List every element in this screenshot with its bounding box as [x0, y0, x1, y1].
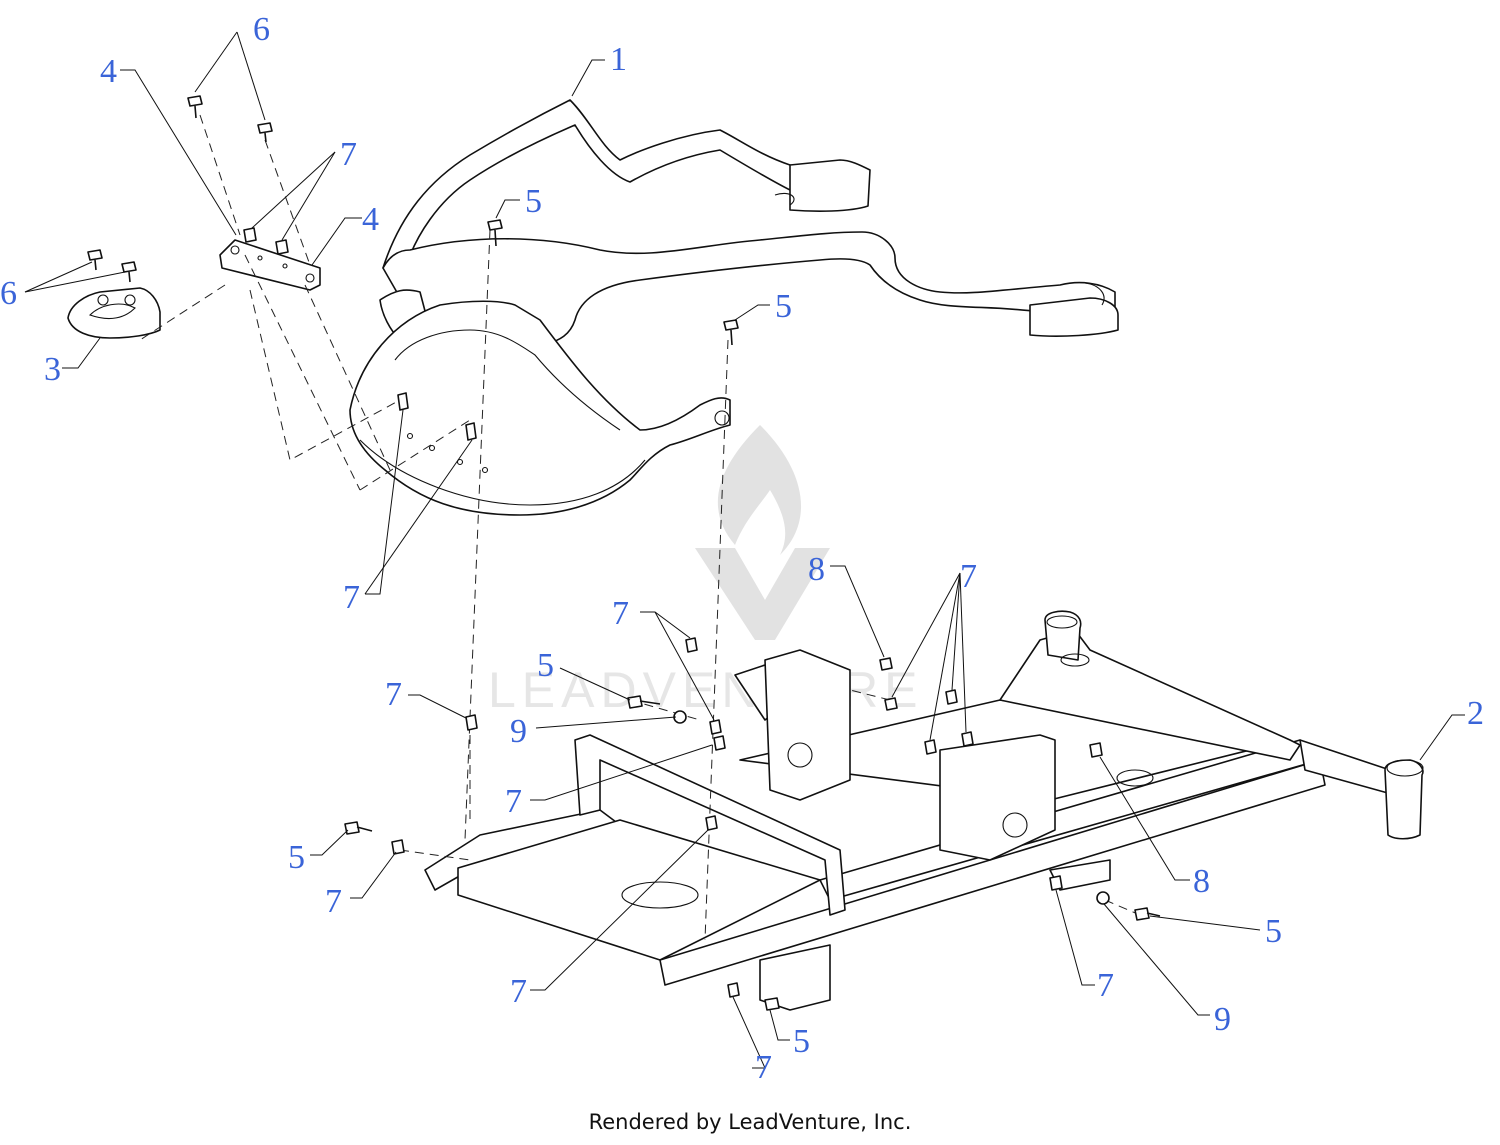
nut-icon	[884, 697, 898, 711]
nut-icon	[945, 689, 958, 705]
bracket	[219, 239, 321, 291]
mounting-plate	[67, 287, 161, 339]
nut-icon	[685, 637, 698, 653]
footer-credit: Rendered by LeadVenture, Inc.	[588, 1110, 912, 1134]
assembly-lines	[139, 114, 1141, 941]
callout-1: 1	[610, 41, 627, 78]
callout-4-left: 4	[100, 53, 117, 90]
callout-6-top: 6	[253, 11, 270, 48]
leadventure-logo-icon	[717, 425, 802, 555]
bolt-icon	[257, 122, 273, 143]
bolt-icon	[764, 997, 780, 1011]
nut-icon	[275, 239, 289, 255]
bolt-icon	[121, 261, 137, 283]
callouts: 6 4 7 4 6 3 1 5 5 7 7 8 7 5 9 7 7 5 7 7 …	[0, 11, 1484, 1086]
callout-7-lower-left: 7	[325, 883, 342, 920]
bolt-icon	[87, 249, 103, 271]
callout-7-bottom-right: 7	[1097, 967, 1114, 1004]
nut-icon	[924, 739, 937, 755]
callout-5-right: 5	[775, 288, 792, 325]
nut-icon	[1089, 742, 1103, 758]
nut-icon	[879, 657, 893, 671]
bolt-icon	[487, 219, 503, 247]
bolt-icon	[723, 319, 739, 346]
washer-icon	[1096, 891, 1110, 905]
callout-5-top: 5	[525, 183, 542, 220]
callout-7-right-group: 7	[960, 558, 977, 595]
nut-icon	[465, 422, 477, 441]
callout-5-mid: 5	[537, 647, 554, 684]
callout-8-bottom: 8	[1193, 863, 1210, 900]
callout-5-bottom: 5	[793, 1023, 810, 1060]
leader-lines	[24, 31, 1465, 1069]
callout-7-rollbar: 7	[343, 579, 360, 616]
nut-icon	[397, 392, 409, 411]
bolt-icon	[627, 695, 661, 709]
callout-7-bracket: 7	[340, 136, 357, 173]
nut-icon	[705, 815, 718, 831]
nut-icon	[1049, 875, 1063, 891]
bolt-icon	[1134, 907, 1161, 921]
hardware	[87, 95, 1161, 1011]
callout-7-center: 7	[612, 595, 629, 632]
nut-icon	[465, 714, 478, 731]
callout-7-lowest: 7	[755, 1049, 772, 1086]
callout-9-right: 9	[1214, 1001, 1231, 1038]
callout-7-bottom: 7	[510, 973, 527, 1010]
callout-4-right: 4	[362, 201, 379, 238]
nut-icon	[713, 735, 726, 751]
nut-icon	[391, 839, 405, 855]
bolt-icon	[344, 821, 373, 835]
callout-3: 3	[44, 351, 61, 388]
callout-2: 2	[1467, 695, 1484, 732]
nut-icon	[961, 731, 974, 747]
callout-7-crossbar: 7	[505, 783, 522, 820]
callout-5-bottom-right: 5	[1265, 913, 1282, 950]
nut-icon	[709, 719, 722, 735]
callout-7-left: 7	[385, 676, 402, 713]
main-frame	[424, 610, 1424, 1011]
nut-icon	[243, 227, 257, 243]
bolt-icon	[187, 95, 203, 119]
callout-5-lower-left: 5	[288, 839, 305, 876]
callout-9-left: 9	[510, 713, 527, 750]
roll-bar-assembly	[349, 99, 1119, 516]
callout-8-top: 8	[808, 551, 825, 588]
nut-icon	[727, 982, 740, 998]
callout-6-left: 6	[0, 275, 17, 312]
